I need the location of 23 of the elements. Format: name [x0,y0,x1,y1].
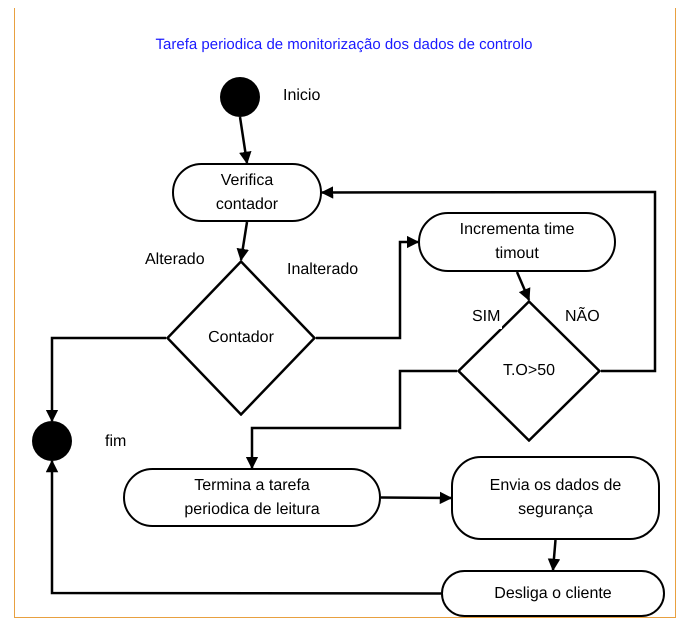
activity-box [451,456,660,540]
arrow [516,272,530,302]
node-label: Verifica contador [214,170,280,214]
arrow [238,116,252,164]
node-label: T.O>50 [502,361,556,381]
node-label: Desliga o cliente [493,584,613,604]
node-caption: fim [105,432,126,452]
activity-box [441,570,665,617]
node-label: Incrementa time timout [458,220,576,264]
node-label: Envia os dados de segurança [488,476,622,520]
node-label: Contador [207,328,275,348]
node-caption: Inicio [283,86,320,106]
diagram-title: Tarefa periodica de monitorização dos dados de controlo [154,35,534,55]
node-label: Termina a tarefa periodica de leitura [183,476,321,520]
arrow [316,236,420,340]
decision-diamond [457,300,601,442]
arrow [246,370,457,470]
arrow [46,460,441,595]
arrow [320,186,656,372]
arrow [236,222,249,262]
arrow [548,540,560,572]
arrow [46,336,166,422]
arrow [381,492,452,504]
